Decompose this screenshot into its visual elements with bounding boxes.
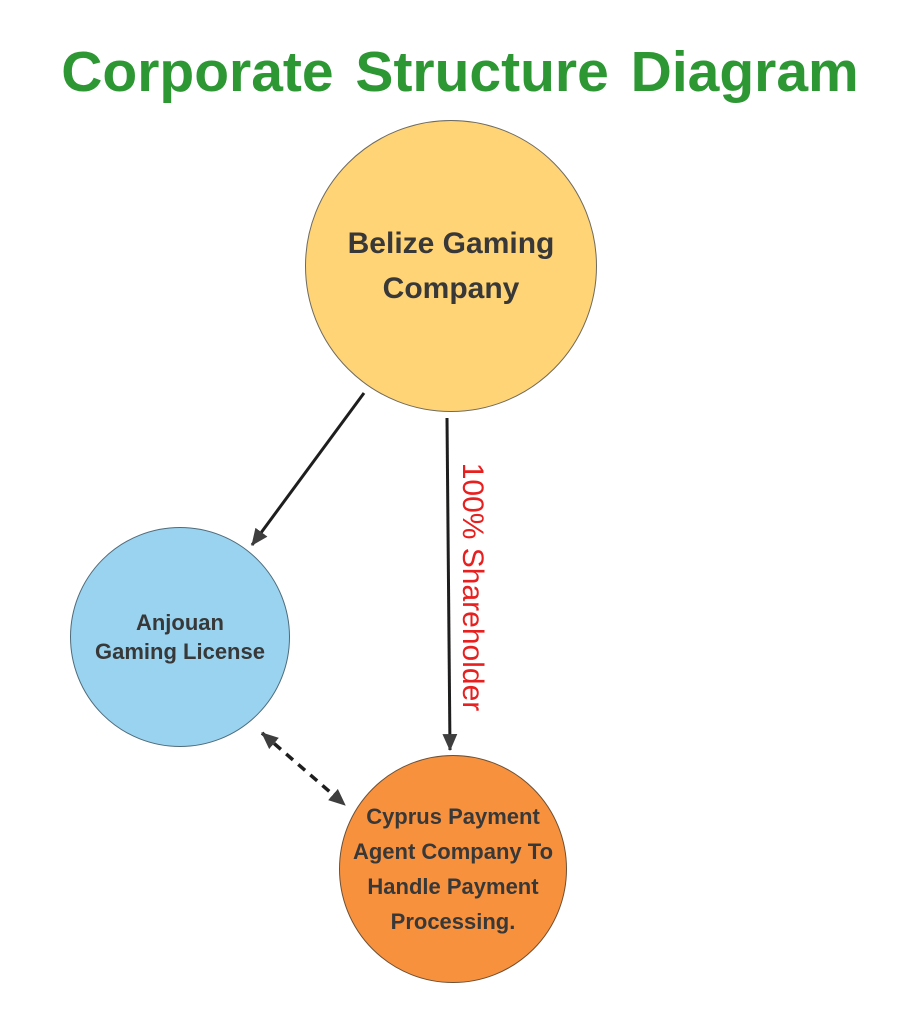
node-anjouan-gaming-license: Anjouan Gaming License [70, 527, 290, 747]
edge-anjouan-cyprus-dashed [260, 731, 347, 807]
node-belize-label: Belize Gaming Company [347, 227, 555, 305]
node-anjouan-label: Anjouan Gaming License [95, 610, 265, 664]
node-cyprus-payment-agent: Cyprus Payment Agent Company To Handle P… [339, 755, 567, 983]
node-cyprus-label: Cyprus Payment Agent Company To Handle P… [352, 804, 554, 934]
edge-label-100-percent-shareholder: 100% Shareholder [456, 462, 489, 712]
edge-belize-to-anjouan [250, 392, 366, 546]
edge-belize-to-cyprus [442, 417, 458, 752]
node-belize-gaming-company: Belize Gaming Company [305, 120, 597, 412]
page-title: Corporate Structure Diagram [61, 40, 859, 104]
